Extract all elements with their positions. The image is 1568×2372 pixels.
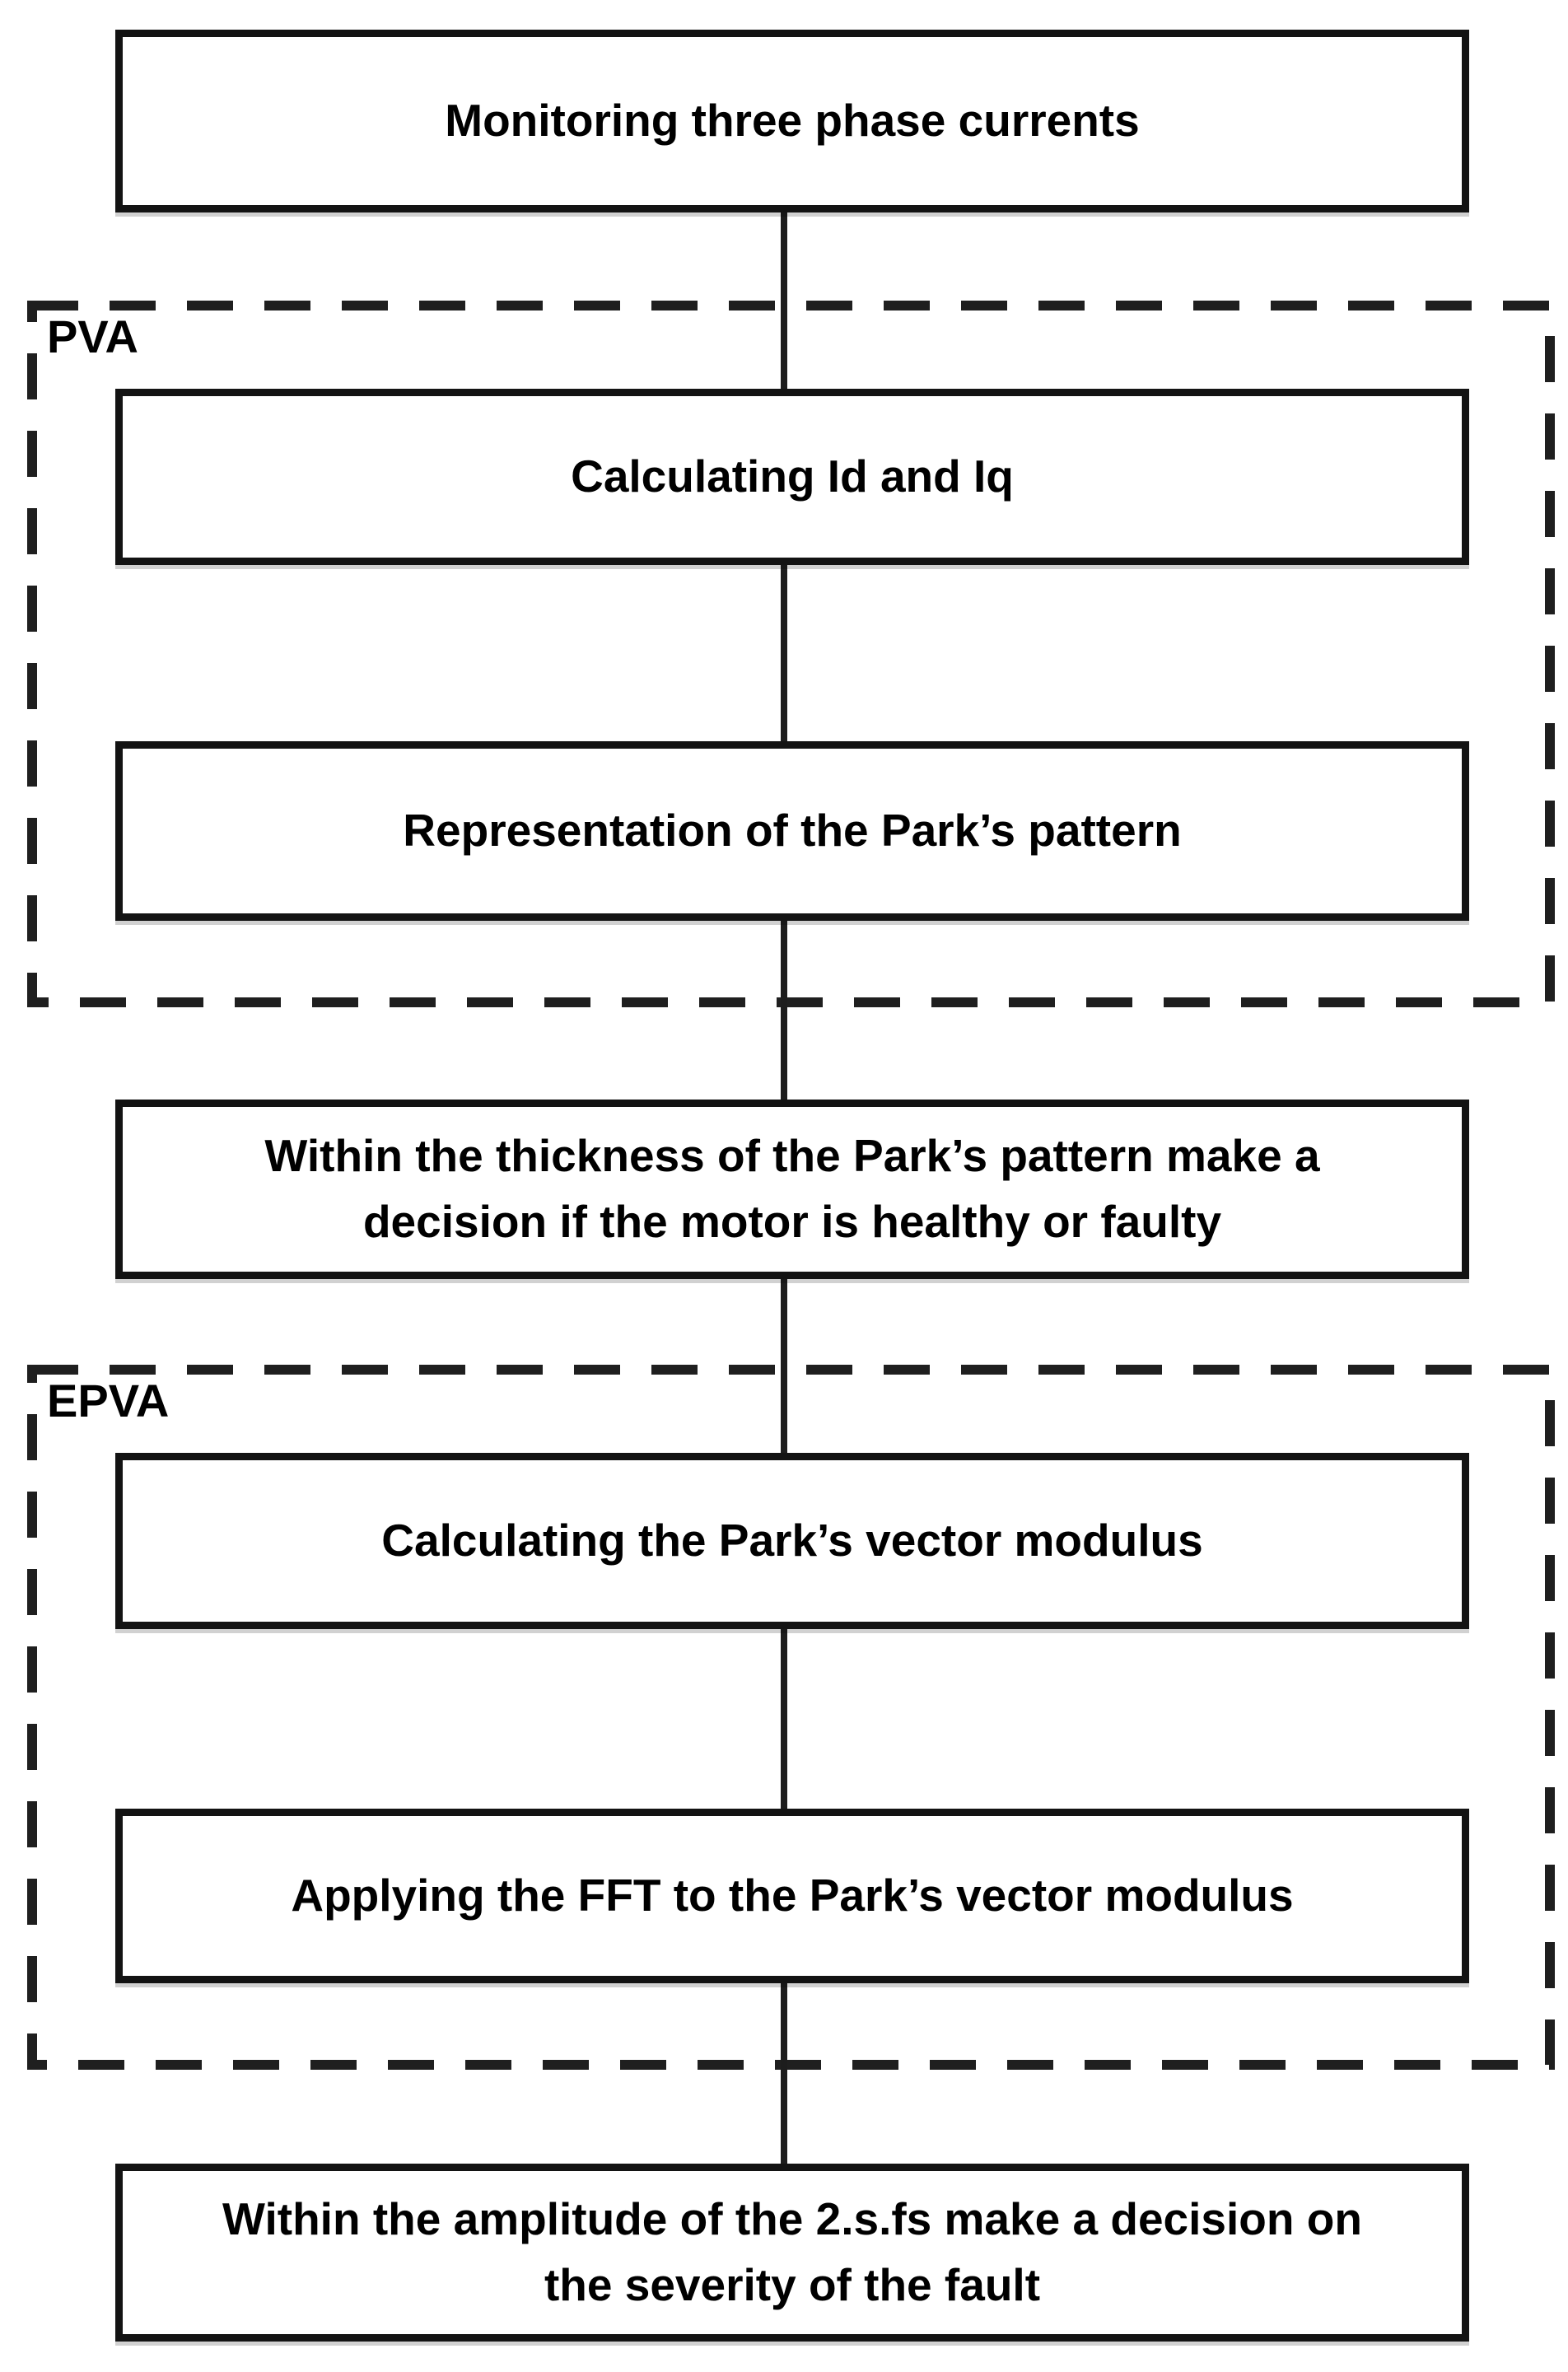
node-calc-modulus: Calculating the Park’s vector modulus bbox=[115, 1453, 1469, 1629]
node-amplitude-decision: Within the amplitude of the 2.s.fs make … bbox=[115, 2164, 1469, 2342]
group-label-epva: EPVA bbox=[45, 1376, 175, 1426]
connector-thickness-to-calc-modulus bbox=[781, 1279, 787, 1453]
node-thickness-decision: Within the thickness of the Park’s patte… bbox=[115, 1100, 1469, 1279]
node-thickness-decision-line2: decision if the motor is healthy or faul… bbox=[362, 1196, 1222, 1247]
node-monitoring: Monitoring three phase currents bbox=[115, 30, 1469, 212]
node-calc-modulus-label: Calculating the Park’s vector modulus bbox=[381, 1515, 1203, 1567]
node-monitoring-label: Monitoring three phase currents bbox=[445, 95, 1140, 147]
node-thickness-decision-line1: Within the thickness of the Park’s patte… bbox=[264, 1130, 1320, 1182]
node-calc-id-iq: Calculating Id and Iq bbox=[115, 389, 1469, 565]
group-label-pva: PVA bbox=[45, 312, 143, 362]
node-park-pattern-label: Representation of the Park’s pattern bbox=[403, 805, 1182, 857]
connector-apply-fft-to-amplitude bbox=[781, 1983, 787, 2164]
group-epva: EPVA bbox=[27, 1365, 1555, 2070]
connector-calc-modulus-to-apply-fft bbox=[781, 1629, 787, 1809]
node-calc-id-iq-label: Calculating Id and Iq bbox=[571, 451, 1014, 502]
node-apply-fft-label: Applying the FFT to the Park’s vector mo… bbox=[291, 1870, 1294, 1921]
node-amplitude-decision-line1: Within the amplitude of the 2.s.fs make … bbox=[222, 2193, 1362, 2245]
node-apply-fft: Applying the FFT to the Park’s vector mo… bbox=[115, 1809, 1469, 1983]
epva-dashed-border bbox=[27, 1365, 1555, 2070]
group-pva: PVA bbox=[27, 301, 1555, 1007]
connector-park-pattern-to-thickness bbox=[781, 921, 787, 1100]
node-amplitude-decision-line2: the severity of the fault bbox=[544, 2259, 1041, 2310]
node-park-pattern: Representation of the Park’s pattern bbox=[115, 741, 1469, 921]
pva-dashed-border bbox=[27, 301, 1555, 1007]
connector-monitoring-to-calc-id-iq bbox=[781, 212, 787, 389]
connector-calc-id-iq-to-park-pattern bbox=[781, 565, 787, 741]
